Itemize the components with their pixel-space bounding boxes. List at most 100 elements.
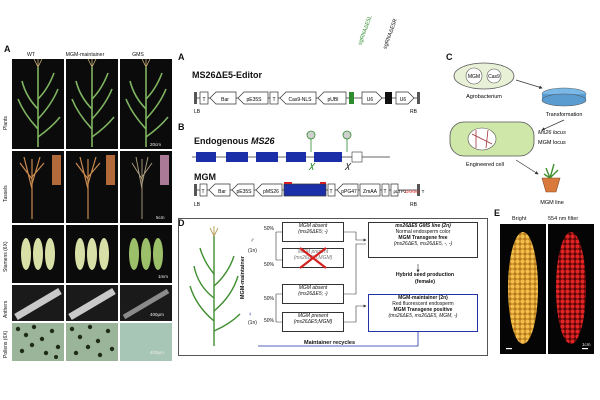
endogenous-gene: MS26 [251, 136, 275, 146]
mgm-line-label: MGM line [540, 200, 564, 206]
scale-pollens: 400μm [150, 350, 164, 355]
editor-el-t1: T [202, 97, 205, 103]
mgm-el-bar: Bar [218, 189, 226, 195]
editor-el-u6-1: U6 [367, 97, 374, 103]
panel-c-workflow: MGM Cas9 Agrobacterium Transformation Ms… [449, 62, 587, 206]
mgm-rb: RB [410, 202, 418, 208]
bright-label: Bright [512, 216, 527, 222]
panel-d-letter: D [178, 218, 185, 228]
panel-c-letter: C [446, 52, 453, 62]
box1-line2: (ms26ΔE5; -) [298, 229, 328, 235]
editor-el-u6-2: U6 [400, 97, 407, 103]
box4-line2: (ms26ΔE5;MGM) [293, 319, 333, 325]
filter-label: 554 nm filter [548, 216, 579, 222]
gms-line3: MGM Transgene free [398, 235, 448, 241]
maint-line1: MGM-maintainer (2n) [398, 295, 448, 301]
egg-mgm-present-box: MGM present (ms26ΔE5;MGM) [282, 312, 344, 332]
scale-plants: 20cm [150, 142, 162, 147]
row-plants [12, 59, 172, 149]
mgm-locus-label: MGM locus [538, 140, 566, 146]
mgm-el-t4: T [422, 189, 425, 194]
row-label-anthers: Anthers [3, 300, 9, 318]
male-symbol: ♂ [250, 238, 255, 244]
maize-plant-drawing [189, 226, 241, 346]
mgm-lb: LB [194, 202, 201, 208]
mgm-el-t3: T [383, 189, 386, 195]
editor-lb: LB [194, 109, 201, 115]
mgm-construct-title: MGM [194, 172, 216, 182]
mgm-construct-map-tail: pLTP2 DsRed T [394, 189, 425, 194]
endogenous-prefix: Endogenous [194, 136, 251, 146]
mgm-plasmid-label: MGM [468, 74, 480, 80]
ms26-locus-label: Ms26 locus [538, 130, 566, 136]
editor-construct-map: T Bar pE35S T Cas9-NLS pUBI U6 U6 LB RB [194, 91, 420, 115]
row-anthers [12, 285, 172, 321]
phenotype-photo-grid [12, 59, 172, 361]
maint-line3: MGM Transgene positive [393, 307, 453, 313]
hybrid-seed-production: Hybrid seed production (female) [370, 272, 480, 285]
mgm-el-t1: T [201, 189, 204, 195]
corn-ear-photos [500, 224, 594, 354]
pct-2: 50% [264, 262, 275, 268]
panel-e-scale: 1cm [582, 342, 591, 347]
row-pollens [12, 323, 172, 361]
mgm-maintainer-box: MGM-maintainer (2n) Red fluorescent endo… [368, 294, 478, 332]
scale-anthers: 400μm [150, 312, 164, 317]
female-symbol: ♀ [248, 312, 253, 318]
endogenous-title: Endogenous MS26 [194, 136, 275, 146]
gms-line4: (ms26ΔE5, ms26ΔE5, -, -) [393, 241, 453, 247]
box3-line1: MGM absent [298, 285, 328, 291]
editor-el-bar: Bar [221, 97, 229, 103]
hybrid-line2: (female) [415, 278, 435, 285]
mgm-el-ppg47: pPG47 [341, 189, 357, 195]
ploidy-top: (1n) [248, 248, 257, 254]
box3-line2: (ms26ΔE5; -) [298, 291, 328, 297]
row-label-tassels: Tassels [3, 185, 9, 202]
panel-d-frame [178, 218, 488, 356]
scale-tassels: 5cm [156, 215, 165, 220]
pct-4: 50% [264, 318, 275, 324]
mgm-el-pltp2: pLTP2 [394, 189, 407, 194]
row-label-plants: Plants [3, 116, 9, 130]
gms-line2: Normal endosperm color [395, 229, 451, 235]
mgm-maintainer-side-label: MGM-maintainer [240, 256, 246, 300]
pct-3: 50% [264, 296, 275, 302]
mgm-el-pe35s: pE35S [236, 189, 252, 195]
row-stamens [12, 225, 172, 283]
gms-line1: ms26ΔE5 GMS line (2n) [395, 223, 451, 229]
panel-d-connectors [258, 231, 420, 347]
box1-line1: MGM absent [298, 223, 328, 229]
box2-line1: MGM present [297, 249, 329, 255]
egg-mgm-absent-box: MGM absent (ms26ΔE5; -) [282, 284, 344, 304]
col-title-wt: WT [26, 52, 36, 58]
maint-line2: Red fluorescent endosperm [392, 301, 454, 307]
mgm-el-dsred: DsRed [405, 189, 419, 194]
panel-a-left-letter: A [4, 44, 11, 54]
transformation-label: Transformation [546, 112, 583, 118]
ploidy-bottom: (1n) [248, 320, 257, 326]
sterile-pollen-cross-icon [299, 247, 327, 269]
maintainer-recycles-label: Maintainer recycles [304, 340, 356, 346]
editor-el-pubi: pUBI [327, 97, 338, 103]
cas9-plasmid-label: Cas9 [488, 74, 500, 80]
editor-el-t2: T [272, 97, 275, 103]
maint-line4: (ms26ΔE5, ms26ΔE5, MGM, -) [388, 313, 458, 319]
mgm-el-pms26: pMS26 [263, 189, 279, 195]
row-tassels [12, 151, 172, 223]
box4-line1: MGM present [297, 313, 329, 319]
editor-rb: RB [410, 109, 418, 115]
mgm-el-t2: T [329, 189, 332, 195]
panel-e-letter: E [494, 208, 501, 218]
row-label-pollens: Pollens (6X) [3, 330, 9, 358]
row-label-stamens: Stamens (6X) [3, 241, 9, 272]
mgm-construct-map: T Bar pE35S pMS26 T pPG47 ZmAA T LB RB [194, 182, 420, 208]
panel-a-letter: A [178, 52, 185, 62]
ms26-locus-text: Ms26 locus [538, 130, 566, 136]
editor-construct-title: MS26ΔE5-Editor [192, 70, 262, 80]
editor-el-pe35s: pE35S [246, 97, 262, 103]
pollen-mgm-absent-box: MGM absent (ms26ΔE5; -) [282, 222, 344, 242]
sgrna-right-label: sgRNAΔE5R [382, 18, 399, 50]
sgrna-left-label: sgRNAΔE5L [357, 14, 374, 46]
pct-1: 50% [264, 226, 275, 232]
scale-stamens: 1mm [158, 274, 168, 279]
